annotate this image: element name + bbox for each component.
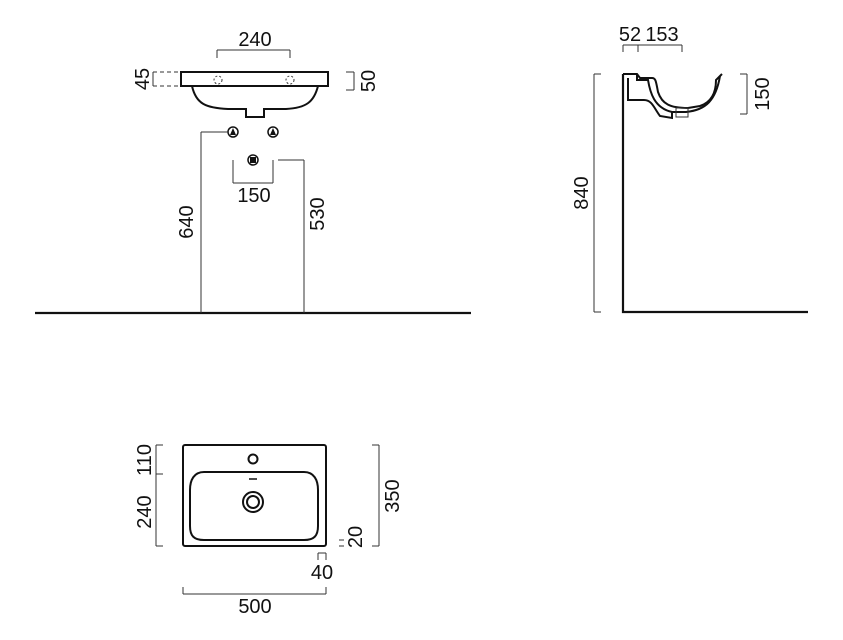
water-inlet-right [267,126,279,138]
front-basin-bowl [191,85,319,118]
dim-label-150-front: 150 [237,185,270,207]
top-basin-bowl [189,471,319,541]
dim-label-40: 40 [311,562,333,584]
dim-label-840: 840 [571,176,593,209]
dim-label-350: 350 [382,479,404,512]
dim-label-52: 52 [619,24,641,46]
dim-label-50: 50 [358,70,380,92]
dim-label-240-top: 240 [134,495,156,528]
side-trap [627,78,673,120]
dim-label-240: 240 [238,29,271,51]
side-basin-inner [636,74,721,113]
dim-label-500: 500 [238,596,271,618]
side-basin-profile [623,73,723,110]
dim-label-153: 153 [645,24,678,46]
top-tap-hole [247,453,259,465]
dim-label-20: 20 [345,526,367,548]
top-drain-outer [242,491,264,513]
waste-outlet [247,154,259,166]
front-basin [180,71,329,118]
water-inlet-left [227,126,239,138]
dim-label-530: 530 [307,197,329,230]
front-basin-rim [180,71,329,87]
dim-label-45: 45 [132,68,154,90]
dim-label-110: 110 [134,444,156,476]
side-waste-fitting [675,107,689,118]
front-tap-hole-left [213,75,223,85]
front-tap-hole-right [285,75,295,85]
side-view: 52 153 150 840 [571,24,808,314]
top-view: 110 240 350 20 40 500 [134,444,404,618]
dim-label-150-side: 150 [752,77,774,110]
top-basin-outline [182,444,327,547]
top-drain-inner [246,495,260,509]
side-wall-and-floor [621,74,808,314]
dim-label-640: 640 [176,205,198,238]
front-view: 240 45 50 150 640 [35,29,471,315]
